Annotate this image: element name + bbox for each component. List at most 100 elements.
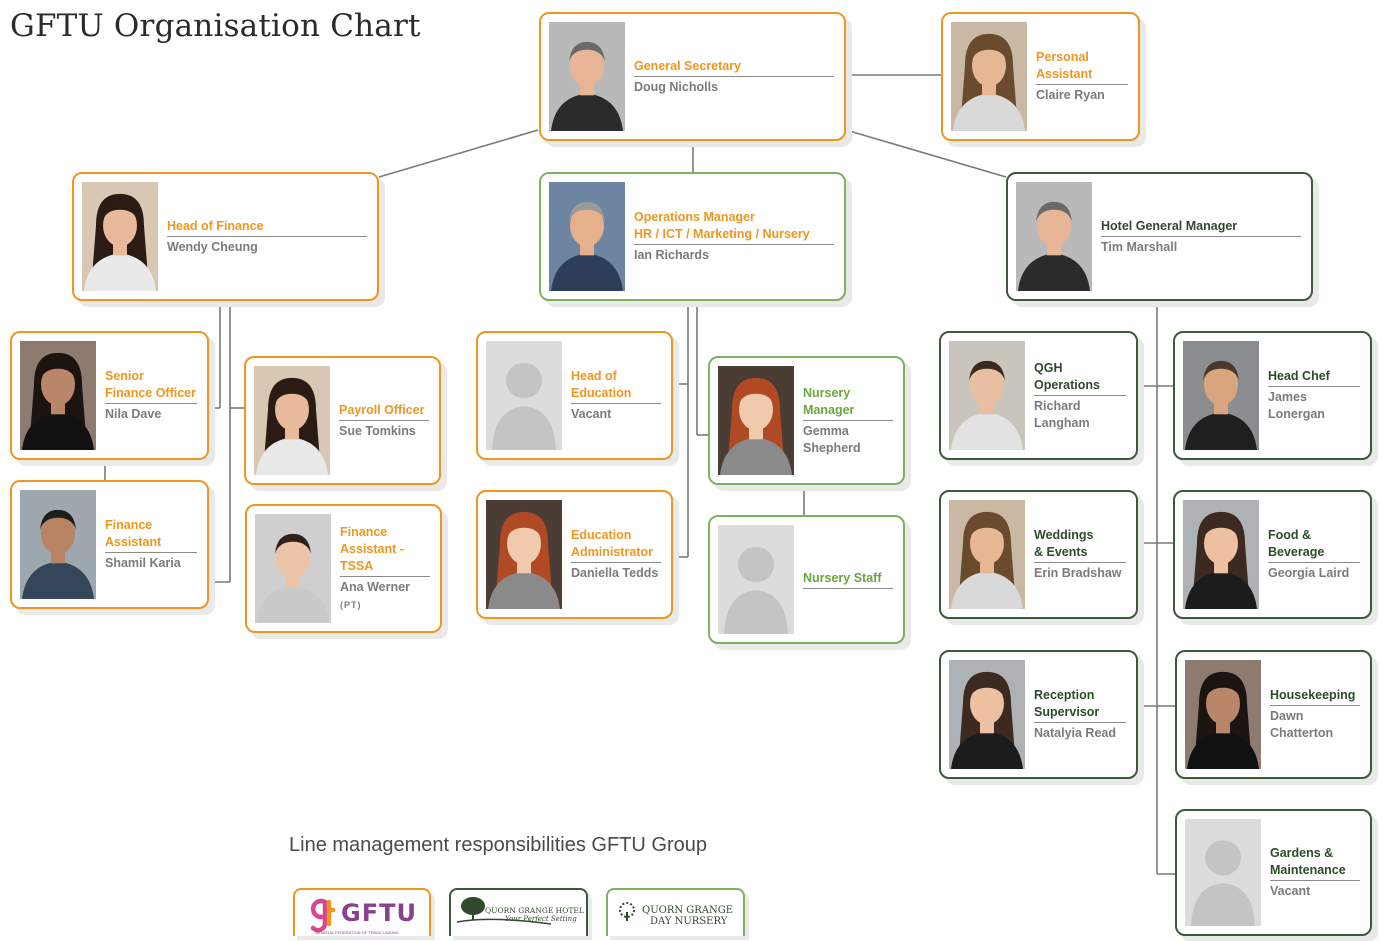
person-silhouette-icon <box>718 525 794 634</box>
person-silhouette-icon <box>1185 819 1261 926</box>
portrait-photo <box>549 182 625 291</box>
photo-placeholder-silhouette <box>1185 819 1261 926</box>
role-label: Housekeeping <box>1270 687 1360 706</box>
photo-head-of-finance <box>82 182 158 291</box>
photo-finance-assistant-tssa <box>255 514 331 623</box>
portrait-photo <box>1016 182 1092 291</box>
person-name: Dawn Chatterton <box>1270 709 1334 740</box>
role-label: General Secretary <box>634 58 834 77</box>
person-name: Tim Marshall <box>1101 239 1178 254</box>
photo-food-beverage <box>1183 500 1259 609</box>
person-name: Doug Nicholls <box>634 79 719 94</box>
person-name: Richard Langham <box>1034 398 1090 430</box>
person-name: Vacant <box>1270 884 1311 898</box>
gftu-logo: GFTU GENERAL FEDERATION OF TRADE UNIONS <box>293 888 431 936</box>
connector-line <box>845 129 1007 178</box>
card-nursery-staff: Nursery Staff <box>708 515 905 644</box>
person-name: James Lonergan <box>1268 390 1325 421</box>
portrait-photo <box>20 490 96 599</box>
portrait-photo <box>1183 500 1259 609</box>
tree-icon <box>456 897 552 925</box>
photo-nursery-manager <box>718 366 794 475</box>
role-label: Senior Finance Officer <box>105 368 197 404</box>
person-name: Daniella Tedds <box>571 566 659 580</box>
photo-personal-assistant <box>951 22 1027 131</box>
nursery-logo-line2: DAY NURSERY <box>650 916 728 927</box>
portrait-photo <box>255 514 331 623</box>
photo-placeholder-silhouette <box>486 341 562 450</box>
role-label: Gardens & Maintenance <box>1270 845 1360 881</box>
role-label: Education Administrator <box>571 527 661 563</box>
tree-icon <box>619 902 635 921</box>
person-name: Georgia Laird <box>1268 566 1350 580</box>
portrait-photo <box>82 182 158 291</box>
role-label: Finance Assistant <box>105 517 197 553</box>
portrait-photo <box>20 341 96 450</box>
role-label: Head of Finance <box>167 218 367 237</box>
person-name: Ana Werner (PT) <box>340 577 430 614</box>
portrait-photo <box>254 366 330 475</box>
role-label: Payroll Officer <box>339 402 429 421</box>
hotel-logo-line2: Your Perfect Setting <box>505 915 577 923</box>
quorn-grange-hotel-logo: QUORN GRANGE HOTEL Your Perfect Setting <box>449 888 588 936</box>
person-name: Gemma Shepherd <box>803 423 861 455</box>
portrait-photo <box>1183 341 1259 450</box>
portrait-photo <box>1185 660 1261 769</box>
person-name: Natalyia Read <box>1034 726 1116 740</box>
quorn-grange-day-nursery-logo: QUORN GRANGE DAY NURSERY <box>606 888 745 936</box>
gftu-logo-text: GFTU <box>341 899 417 927</box>
role-label: Finance Assistant -TSSA <box>340 524 430 577</box>
part-time-marker: (PT) <box>340 599 362 610</box>
role-label: Personal Assistant <box>1036 49 1128 85</box>
gftu-logo-mark <box>310 898 336 933</box>
portrait-photo <box>949 660 1025 769</box>
portrait-photo <box>951 22 1027 131</box>
photo-head-chef <box>1183 341 1259 450</box>
person-name: Ian Richards <box>634 248 710 262</box>
photo-senior-finance-officer <box>20 341 96 450</box>
photo-education-administrator <box>486 500 562 609</box>
nursery-logo-line1: QUORN GRANGE <box>642 905 734 916</box>
role-label: Head of Education <box>571 368 661 404</box>
legend-caption: Line management responsibilities GFTU Gr… <box>289 834 707 856</box>
hotel-logo-line1: QUORN GRANGE HOTEL <box>485 906 584 915</box>
person-name: Nila Dave <box>105 407 162 421</box>
person-name-text: Ana Werner <box>340 579 410 594</box>
person-name: Claire Ryan <box>1036 88 1105 102</box>
photo-housekeeping <box>1185 660 1261 769</box>
portrait-photo <box>549 22 625 131</box>
person-name: Erin Bradshaw <box>1034 566 1122 580</box>
photo-operations-manager <box>549 182 625 291</box>
role-label: Operations Manager HR / ICT / Marketing … <box>634 209 834 245</box>
role-label: Head Chef <box>1268 368 1360 387</box>
role-label: QGH Operations <box>1034 360 1126 396</box>
photo-placeholder-silhouette <box>718 525 794 634</box>
role-label: Reception Supervisor <box>1034 687 1126 723</box>
photo-reception-supervisor <box>949 660 1025 769</box>
photo-hotel-general-manager <box>1016 182 1092 291</box>
person-name: Wendy Cheung <box>167 239 258 254</box>
role-label: Nursery Staff <box>803 570 893 589</box>
photo-general-secretary <box>549 22 625 131</box>
portrait-photo <box>949 500 1025 609</box>
connector-line <box>378 129 539 178</box>
role-label: Food & Beverage <box>1268 527 1360 563</box>
page-title: GFTU Organisation Chart <box>10 8 421 44</box>
person-name: Shamil Karia <box>105 556 181 570</box>
